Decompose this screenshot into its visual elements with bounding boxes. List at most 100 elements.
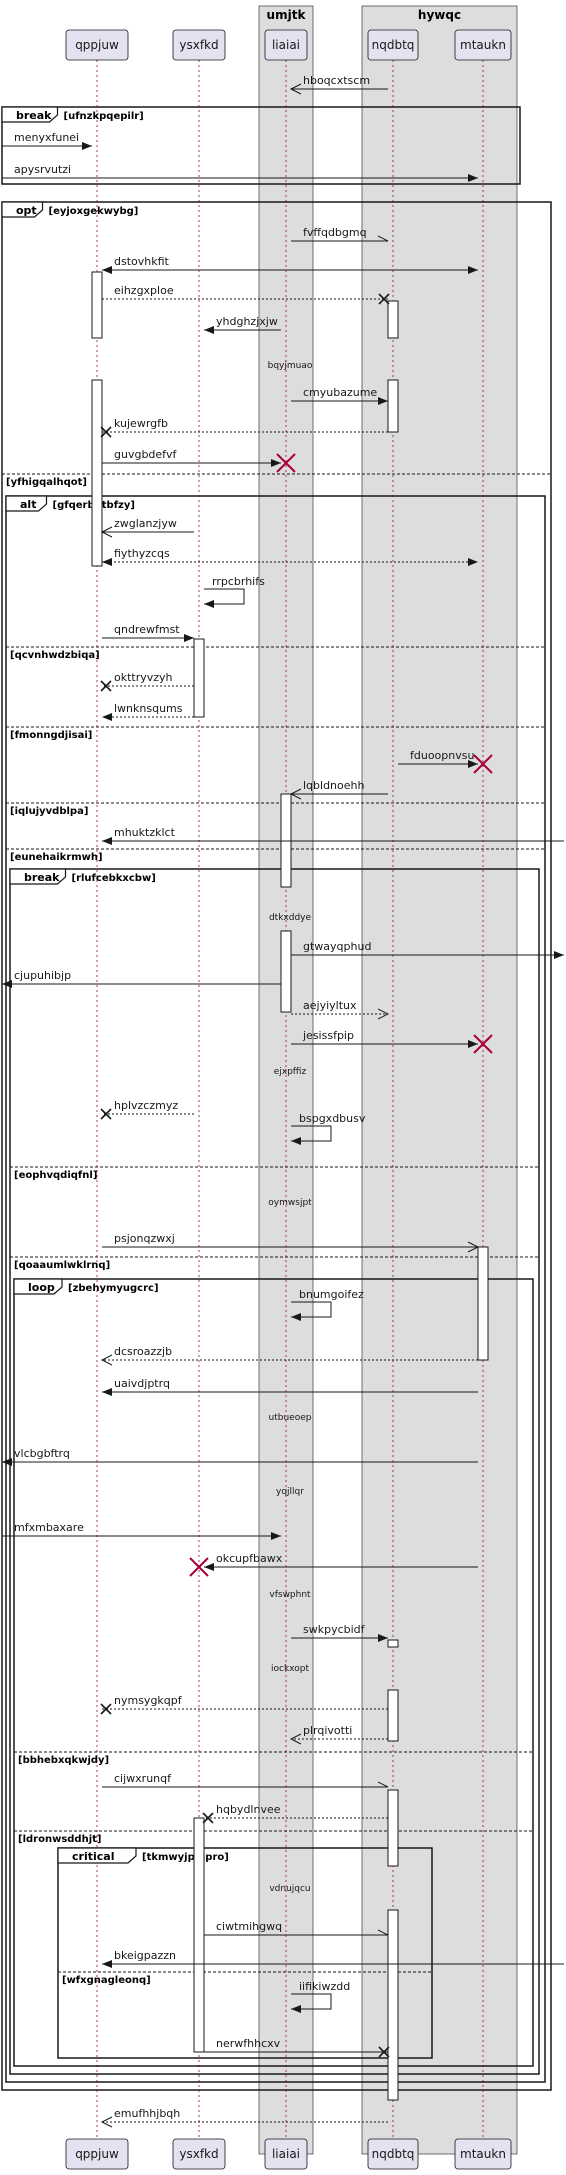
activation-bar — [387, 1639, 399, 1648]
activation-bar — [387, 379, 399, 433]
participant-mtaukn-top — [454, 29, 512, 61]
message-rrpcbrhifs: rrpcbrhifs — [204, 575, 265, 608]
message-label: cijwxrunqf — [114, 1772, 172, 1785]
arrow-head — [291, 1137, 301, 1145]
group-frame-critical — [57, 1847, 433, 2059]
else-label: [bbhebxqkwjdy] — [18, 1755, 109, 1766]
activation-bar — [280, 930, 292, 1013]
message-label: menyxfunei — [14, 131, 79, 144]
message-vlcbgbftrq: vlcbgbftrq — [2, 1447, 478, 1466]
delay-label: yqjllqr — [276, 1487, 304, 1497]
message-label: psjonqzwxj — [114, 1232, 175, 1245]
arrow-head — [2, 1458, 12, 1466]
message-label: dcsroazzjb — [114, 1345, 172, 1358]
arrow-head — [291, 2005, 301, 2013]
message-okcupfbawx: okcupfbawx — [189, 1552, 478, 1577]
arrow-head — [100, 2116, 113, 2128]
participant-nqdbtq-bottom — [367, 2138, 419, 2170]
message-yhdghzjxjw: yhdghzjxjw — [204, 315, 281, 334]
arrow-head — [377, 1929, 389, 1936]
participant-label: nqdbtq — [372, 38, 415, 52]
message-bspgxdbusv: bspgxdbusv — [291, 1112, 366, 1145]
message-lwnknsqums: lwnknsqums — [102, 702, 194, 721]
destroy-icon — [100, 426, 112, 438]
participant-nqdbtq-top — [367, 29, 419, 61]
message-label: fvffqdbgmq — [303, 226, 367, 239]
message-iifikiwzdd: iifikiwzdd — [291, 1980, 350, 2013]
message-fiythyzcqs: fiythyzcqs — [102, 547, 478, 566]
message-okttryvzyh: okttryvzyh — [100, 671, 194, 692]
group-keyword: alt — [20, 498, 36, 511]
activation-bar — [91, 379, 103, 567]
message-label: ciwtmihgwq — [216, 1920, 282, 1933]
message-hboqcxtscm: hboqcxtscm — [289, 74, 388, 95]
message-label: cjupuhibjp — [14, 969, 71, 982]
self-call-line — [291, 1301, 332, 1318]
arrow-head — [468, 174, 478, 182]
message-label: mfxmbaxare — [14, 1521, 84, 1534]
group-frame-opt — [1, 201, 552, 2091]
destroy-icon — [276, 453, 296, 473]
message-plrqivotti: plrqivotti — [289, 1724, 388, 1745]
else-label: [wfxgnagleonq] — [62, 1975, 151, 1986]
arrow-head — [554, 951, 564, 959]
activation-bar — [387, 1789, 399, 1867]
arrow-head — [291, 1313, 301, 1321]
activation-bar — [193, 638, 205, 718]
activation-bar — [193, 1817, 205, 2053]
participant-qppjuw-top — [65, 29, 129, 61]
arrow-head — [289, 1733, 302, 1745]
group-frame-loop — [13, 1278, 534, 2067]
arrow-head — [100, 1354, 113, 1366]
arrow-head — [377, 1008, 390, 1020]
group-keyword: critical — [72, 1850, 114, 1863]
arrow-head — [289, 788, 302, 800]
arrow-head — [82, 142, 92, 150]
message-label: hboqcxtscm — [303, 74, 370, 87]
message-label: rrpcbrhifs — [212, 575, 265, 588]
destroy-icon — [473, 754, 493, 774]
message-menyxfunei: menyxfunei — [2, 131, 92, 150]
else-label: [eophvqdiqfnl] — [14, 1170, 97, 1181]
participant-box-title: hywqc — [418, 8, 461, 22]
arrow-head — [378, 397, 388, 405]
message-bnumgoifez: bnumgoifez — [291, 1288, 364, 1321]
message-jesissfpip: jesissfpip — [291, 1029, 493, 1054]
message-label: cmyubazume — [303, 386, 377, 399]
arrow-head — [102, 1960, 112, 1968]
message-label: eihzgxploe — [114, 284, 174, 297]
self-call-line — [291, 1993, 332, 2010]
arrow-head — [467, 1241, 480, 1253]
participant-liaiai-top — [264, 29, 308, 61]
message-label: mhuktzklct — [114, 826, 176, 839]
arrow-head — [271, 1532, 281, 1540]
arrow-head — [102, 713, 112, 721]
arrow-head — [102, 558, 112, 566]
message-zwglanzjyw: zwglanzjyw — [100, 517, 194, 538]
delay-label: oymwsjpt — [268, 1198, 312, 1208]
message-mhuktzklct: mhuktzklct — [102, 826, 564, 845]
participant-label: nqdbtq — [372, 2147, 415, 2161]
group-condition: [eyjoxgekwybg] — [49, 206, 139, 217]
else-label: [yfhigqalhqot] — [6, 477, 87, 488]
group-condition: [rlufcebkxcbw] — [72, 873, 156, 884]
destroy-icon — [100, 680, 112, 692]
participant-label: liaiai — [272, 38, 300, 52]
group-keyword: loop — [28, 1281, 55, 1294]
delay-label: iockxopt — [271, 1664, 309, 1674]
message-label: plrqivotti — [303, 1724, 352, 1737]
arrow-head — [468, 1040, 478, 1048]
group-keyword: break — [16, 109, 52, 122]
message-label: yhdghzjxjw — [216, 315, 278, 328]
message-label: apysrvutzi — [14, 163, 71, 176]
message-cmyubazume: cmyubazume — [291, 386, 388, 405]
participant-liaiai-bottom — [264, 2138, 308, 2170]
participant-box-title: umjtk — [267, 8, 307, 22]
arrow-head — [289, 83, 302, 95]
delay-label: dtkxddye — [269, 913, 312, 923]
message-label: emufhhjbqh — [114, 2107, 180, 2120]
participant-ysxfkd-bottom — [172, 2138, 226, 2170]
message-label: hqbydlnvee — [216, 1803, 281, 1816]
participant-box — [361, 5, 518, 2155]
message-label: uaivdjptrq — [114, 1377, 170, 1390]
